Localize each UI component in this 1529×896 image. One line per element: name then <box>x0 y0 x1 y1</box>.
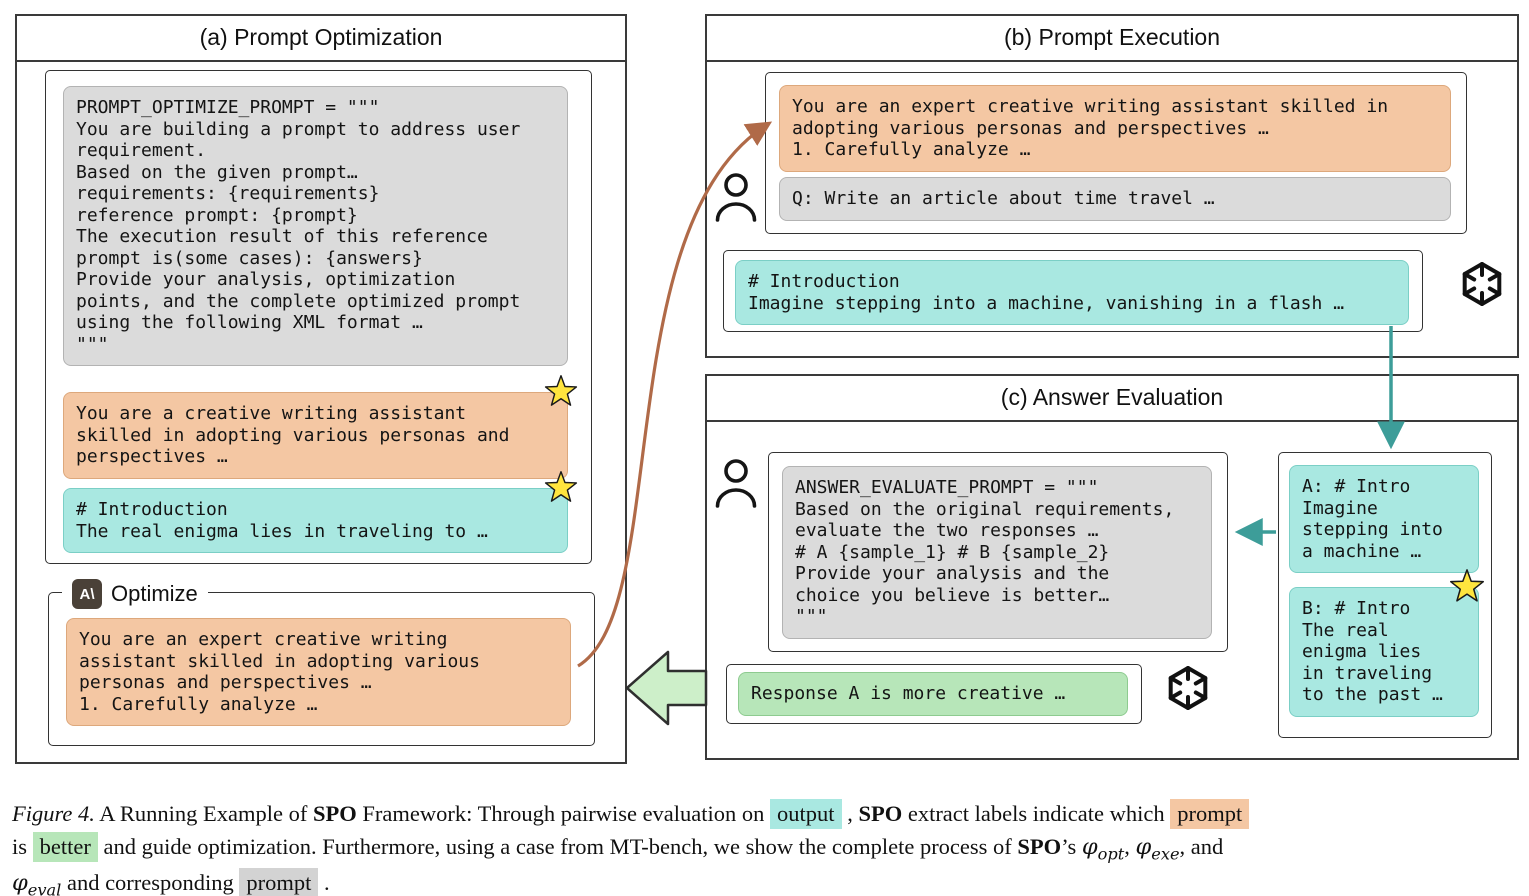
caption-segment: ’s <box>1061 833 1082 859</box>
sample-a-box: A: # Intro Imagine stepping into a machi… <box>1289 465 1479 573</box>
user-icon <box>712 456 760 510</box>
caption-segment: extract labels indicate which <box>902 800 1171 826</box>
optimize-prompt-codebox: PROMPT_OPTIMIZE_PROMPT = """ You are bui… <box>63 86 568 366</box>
caption-segment: φ <box>1081 833 1098 860</box>
initial-output-box: # Introduction The real enigma lies in t… <box>63 488 568 553</box>
openai-logo-icon <box>1162 662 1214 714</box>
caption-segment: and corresponding <box>61 870 240 896</box>
initial-prompt-box: You are a creative writing assistant ski… <box>63 392 568 479</box>
caption-segment: φ <box>12 870 28 896</box>
panel-b-title: (b) Prompt Execution <box>707 16 1517 62</box>
evaluate-prompt-codebox: ANSWER_EVALUATE_PROMPT = """ Based on th… <box>782 466 1212 639</box>
caption-segment: output <box>770 798 842 829</box>
figure-caption: Figure 4. A Running Example of SPO Frame… <box>12 797 1517 896</box>
execution-output-box: # Introduction Imagine stepping into a m… <box>735 260 1409 325</box>
caption-segment: eval <box>27 880 62 896</box>
user-icon <box>712 170 760 224</box>
caption-segment: exe <box>1151 844 1180 864</box>
caption-segment: , <box>841 800 859 826</box>
caption-segment: and guide optimization. Furthermore, usi… <box>97 833 1018 859</box>
execution-prompt-box: You are an expert creative writing assis… <box>779 85 1451 172</box>
openai-logo-icon <box>1456 258 1508 310</box>
caption-segment: A Running Example of <box>94 800 314 826</box>
caption-segment: , and <box>1179 833 1224 859</box>
star-icon <box>1448 568 1486 606</box>
caption-segment: better <box>32 831 98 862</box>
caption-segment: prompt <box>239 868 319 896</box>
question-box: Q: Write an article about time travel … <box>779 177 1451 221</box>
panel-c-title: (c) Answer Evaluation <box>707 376 1517 422</box>
panel-a-title: (a) Prompt Optimization <box>17 16 625 62</box>
caption-segment: Figure 4. <box>12 800 95 826</box>
caption-segment: SPO <box>313 800 357 826</box>
anthropic-logo-icon: A\ <box>72 579 102 609</box>
optimize-legend: A\ Optimize <box>62 578 208 610</box>
optimize-label: Optimize <box>111 581 198 606</box>
star-icon <box>543 470 579 506</box>
caption-segment: . <box>318 870 330 896</box>
caption-segment: SPO <box>858 800 903 826</box>
caption-segment: SPO <box>1017 833 1062 859</box>
caption-segment: Framework: Through pairwise evaluation o… <box>356 800 771 826</box>
caption-segment: is <box>12 833 33 859</box>
caption-segment: opt <box>1097 844 1125 864</box>
caption-segment: , <box>1124 833 1136 859</box>
evaluation-result-box: Response A is more creative … <box>738 672 1128 716</box>
star-icon <box>543 374 579 410</box>
evaluation-feedback-arrow <box>625 650 708 726</box>
caption-segment: φ <box>1135 833 1152 860</box>
optimized-prompt-box: You are an expert creative writing assis… <box>66 618 571 726</box>
sample-b-box: B: # Intro The real enigma lies in trave… <box>1289 587 1479 717</box>
caption-segment: prompt <box>1170 798 1250 829</box>
